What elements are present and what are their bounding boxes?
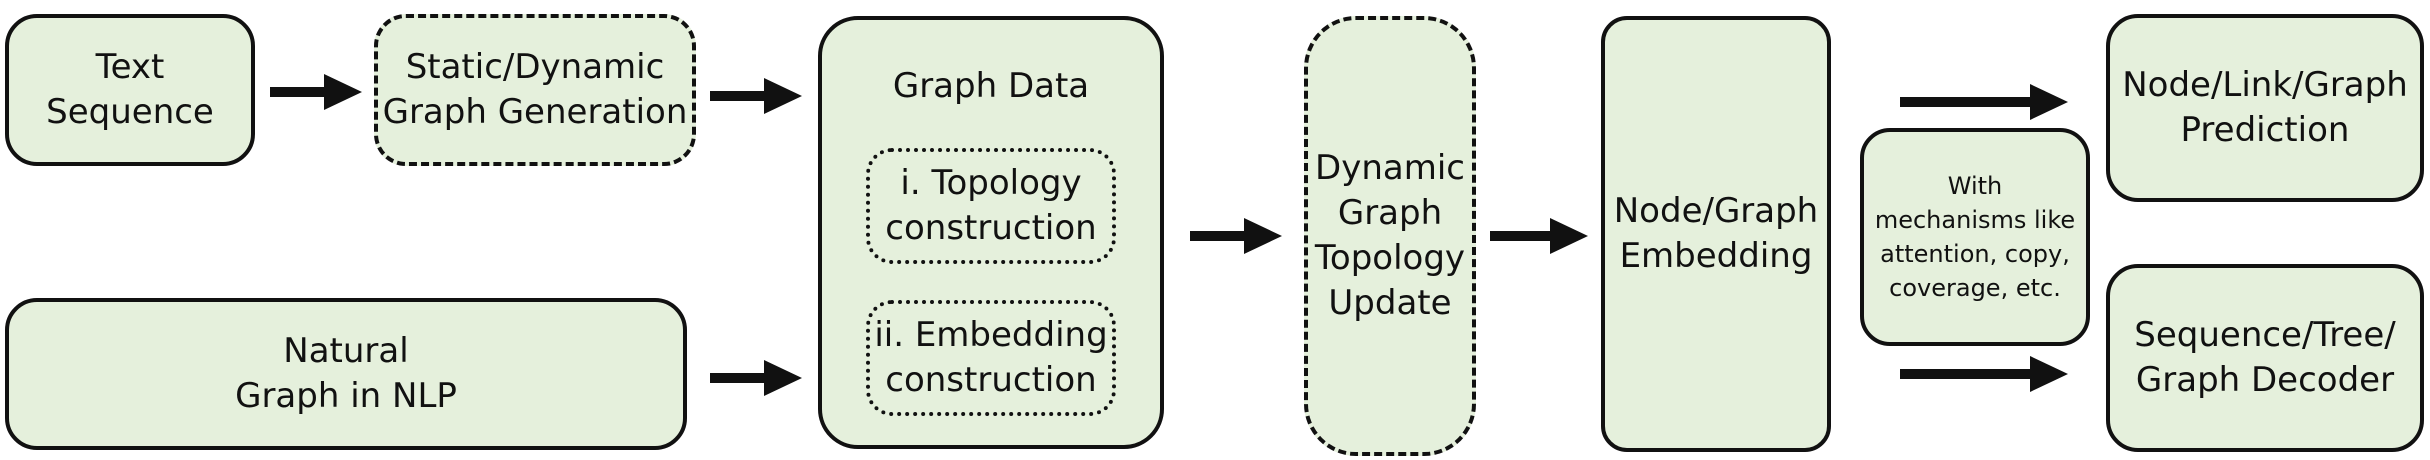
arrow-topology-update-to-embedding (1490, 218, 1588, 254)
node-graph-embedding-box: Node/Graph Embedding (1601, 16, 1831, 452)
arrow-text-to-generation (270, 74, 362, 110)
node-graph-embedding-label: Node/Graph Embedding (1613, 190, 1819, 276)
topology-construction-label: i. Topology construction (885, 162, 1097, 248)
embedding-construction-box: ii. Embedding construction (866, 300, 1116, 416)
decoder-label: Sequence/Tree/ Graph Decoder (2134, 314, 2396, 400)
arrow-generation-to-graph-data (710, 78, 802, 114)
arrow-graph-data-to-topology-update (1190, 218, 1282, 254)
graph-generation-box: Static/Dynamic Graph Generation (374, 14, 696, 166)
embedding-construction-label: ii. Embedding construction (874, 314, 1108, 400)
prediction-box: Node/Link/Graph Prediction (2106, 14, 2424, 202)
prediction-label: Node/Link/Graph Prediction (2122, 64, 2408, 150)
natural-graph-label: Natural Graph in NLP (235, 330, 457, 416)
decoder-box: Sequence/Tree/ Graph Decoder (2106, 264, 2424, 452)
arrow-natural-to-graph-data (710, 360, 802, 396)
graph-generation-label: Static/Dynamic Graph Generation (382, 46, 688, 132)
mechanisms-label: With mechanisms like attention, copy, co… (1874, 171, 2076, 303)
natural-graph-box: Natural Graph in NLP (5, 298, 687, 450)
text-sequence-label: Text Sequence (46, 46, 214, 132)
dynamic-topology-update-label: Dynamic Graph Topology Update (1314, 147, 1466, 324)
text-sequence-box: Text Sequence (5, 14, 255, 166)
topology-construction-box: i. Topology construction (866, 148, 1116, 264)
graph-data-title: Graph Data (892, 66, 1090, 106)
arrow-embedding-to-prediction (1900, 84, 2068, 120)
mechanisms-box: With mechanisms like attention, copy, co… (1860, 128, 2090, 346)
dynamic-topology-update-box: Dynamic Graph Topology Update (1304, 16, 1476, 456)
arrow-embedding-to-decoder (1900, 356, 2068, 392)
